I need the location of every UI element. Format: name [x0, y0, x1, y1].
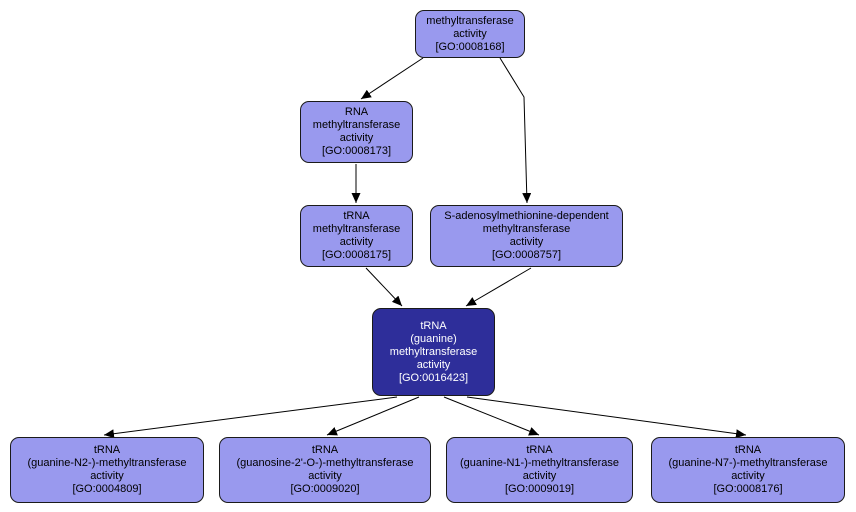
node-label: tRNA (guanine-N2-)-methyltransferase act…	[27, 444, 187, 495]
edge-0008168-0008173	[360, 57, 424, 100]
node-go-0008176[interactable]: tRNA (guanine-N7-)-methyltransferase act…	[651, 437, 845, 503]
node-label: S-adenosylmethionine-dependent methyltra…	[444, 210, 609, 261]
node-go-0016423-selected[interactable]: tRNA (guanine) methyltransferase activit…	[372, 308, 495, 396]
node-label: tRNA (guanine-N7-)-methyltransferase act…	[668, 444, 828, 495]
edge-0016423-0008176	[466, 396, 747, 439]
node-go-0008757[interactable]: S-adenosylmethionine-dependent methyltra…	[430, 205, 623, 267]
node-go-0008175[interactable]: tRNA methyltransferase activity [GO:0008…	[300, 205, 413, 267]
edge-0016423-0004809	[103, 396, 398, 439]
edge-0016423-0009019	[443, 396, 540, 436]
node-go-0009020[interactable]: tRNA (guanosine-2'-O-)-methyltransferase…	[219, 437, 431, 503]
node-go-0008173[interactable]: RNA methyltransferase activity [GO:00081…	[300, 101, 413, 163]
node-go-0008168[interactable]: methyltransferase activity [GO:0008168]	[415, 10, 525, 58]
node-label: tRNA (guanosine-2'-O-)-methyltransferase…	[236, 444, 414, 495]
node-label: tRNA (guanine) methyltransferase activit…	[389, 319, 478, 384]
edge-0008175-0016423	[365, 267, 403, 307]
edge-0008168-0008757	[499, 57, 532, 204]
edge-0016423-0009020	[326, 396, 420, 436]
node-go-0009019[interactable]: tRNA (guanine-N1-)-methyltransferase act…	[446, 437, 633, 503]
edge-0008757-0016423	[465, 267, 532, 307]
node-label: methyltransferase activity [GO:0008168]	[426, 14, 514, 53]
node-label: tRNA methyltransferase activity [GO:0008…	[312, 210, 401, 261]
node-label: tRNA (guanine-N1-)-methyltransferase act…	[460, 444, 619, 495]
node-label: RNA methyltransferase activity [GO:00081…	[312, 106, 401, 157]
node-go-0004809[interactable]: tRNA (guanine-N2-)-methyltransferase act…	[10, 437, 204, 503]
